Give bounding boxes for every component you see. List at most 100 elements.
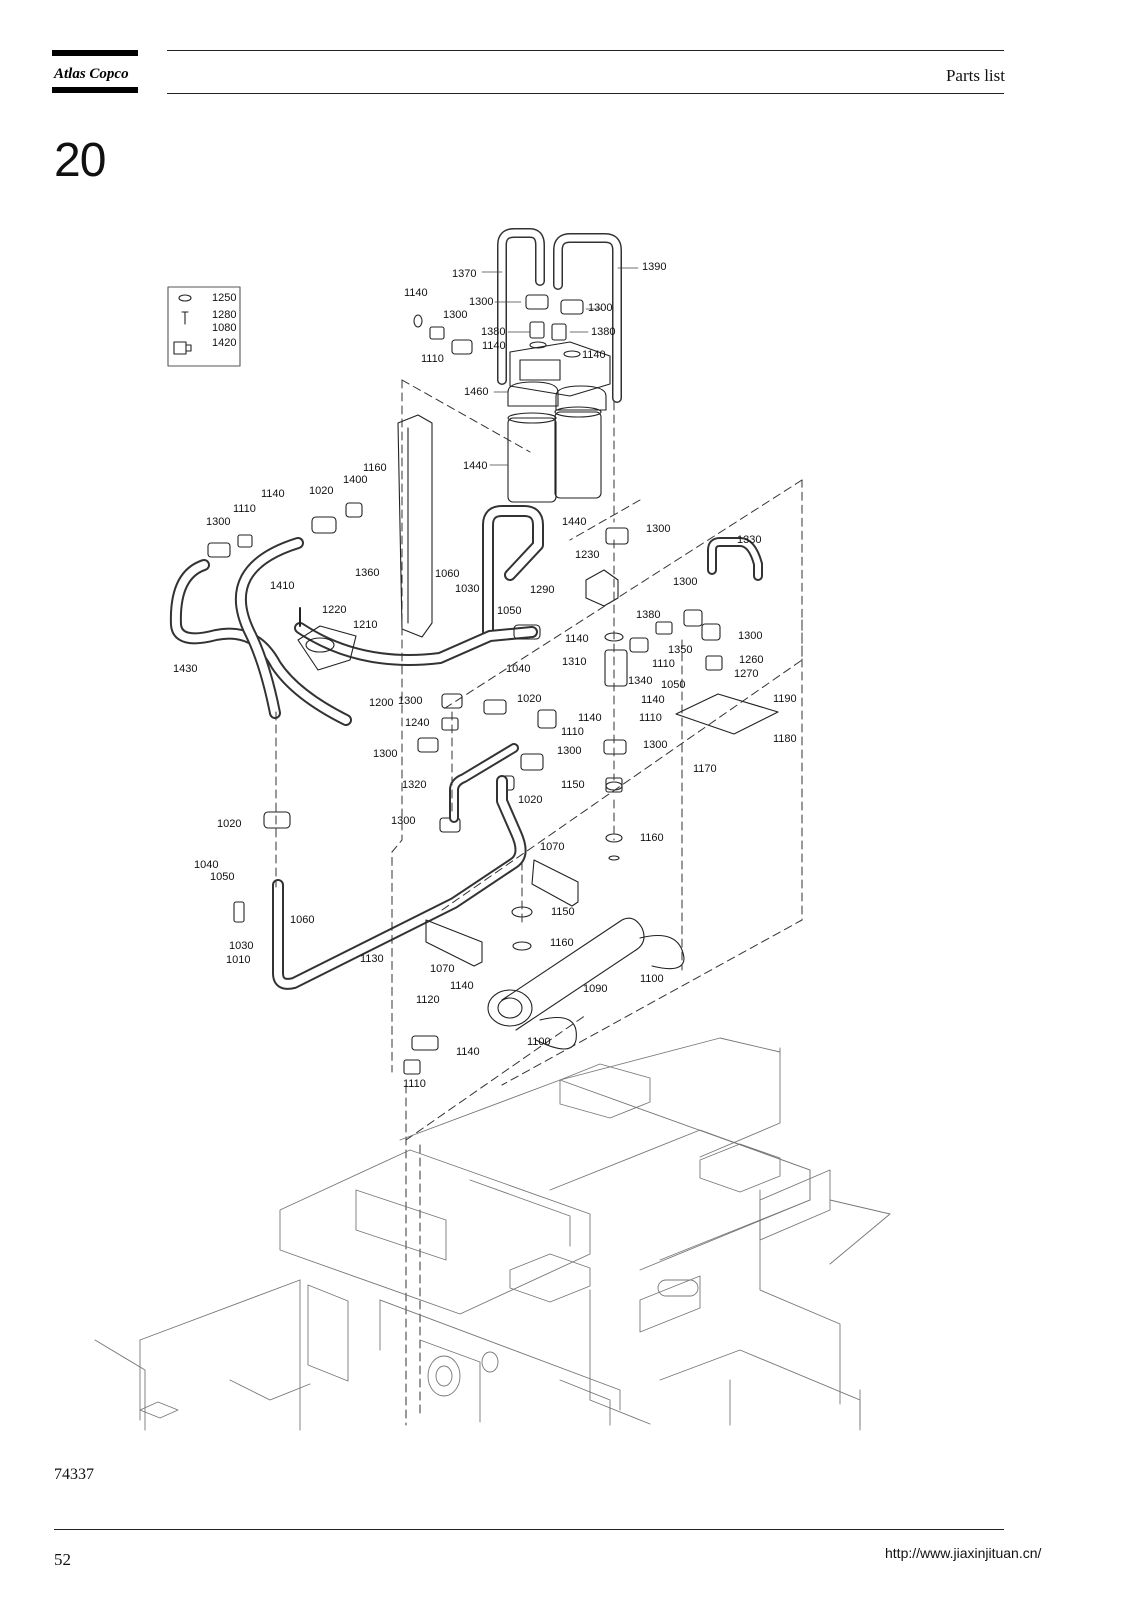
part-callout: 1300 <box>373 748 398 760</box>
part-callout: 1140 <box>261 488 285 500</box>
part-callout: 1120 <box>416 994 440 1006</box>
part-callout: 1020 <box>518 794 543 806</box>
part-callout: 1170 <box>693 763 717 775</box>
part-callout: 1140 <box>582 349 606 361</box>
part-callout: 1430 <box>173 663 198 675</box>
part-callout: 1160 <box>363 462 387 474</box>
part-callout: 1140 <box>578 712 602 724</box>
part-callout: 1160 <box>550 937 574 949</box>
part-callout: 1290 <box>530 584 555 596</box>
part-callout: 1300 <box>206 516 231 528</box>
part-callout: 1100 <box>640 973 664 985</box>
part-callout: 1110 <box>403 1078 426 1090</box>
part-callout: 1180 <box>773 733 797 745</box>
fitting-icon <box>173 341 192 355</box>
part-callout: 1260 <box>739 654 764 666</box>
part-callout: 1040 <box>506 663 531 675</box>
part-callout: 1300 <box>738 630 763 642</box>
part-callout: 1140 <box>404 287 428 299</box>
part-callout: 1210 <box>353 619 378 631</box>
part-callout: 1380 <box>481 326 506 338</box>
part-callout: 1440 <box>562 516 587 528</box>
part-callout: 1110 <box>421 353 444 365</box>
part-callout: 1190 <box>773 693 797 705</box>
part-callout: 1150 <box>561 779 585 791</box>
part-callout: 1300 <box>588 302 613 314</box>
part-callout: 1320 <box>402 779 427 791</box>
part-callout: 1330 <box>737 534 762 546</box>
legend-number-1280: 1280 <box>212 309 237 321</box>
part-callout: 1140 <box>641 694 665 706</box>
legend-number-1080: 1080 <box>212 322 237 334</box>
part-callout: 1390 <box>642 261 667 273</box>
part-callout: 1090 <box>583 983 608 995</box>
part-callout: 1140 <box>482 340 506 352</box>
part-callout: 1270 <box>734 668 759 680</box>
part-callout: 1300 <box>398 695 423 707</box>
part-callout: 1400 <box>343 474 368 486</box>
footer-rule <box>54 1529 1004 1530</box>
part-callout: 1010 <box>226 954 251 966</box>
legend-number-1250: 1250 <box>212 292 237 304</box>
part-callout: 1020 <box>217 818 242 830</box>
part-callout: 1020 <box>517 693 542 705</box>
atlas-copco-logo: Atlas Copco <box>52 50 138 93</box>
part-callout: 1340 <box>628 675 653 687</box>
part-callout: 1300 <box>443 309 468 321</box>
part-callout: 1070 <box>540 841 565 853</box>
header-rule-top <box>167 50 1004 51</box>
part-callout: 1230 <box>575 549 600 561</box>
part-callout: 1140 <box>565 633 589 645</box>
part-callout: 1460 <box>464 386 489 398</box>
part-callout: 1140 <box>450 980 474 992</box>
part-callout: 1110 <box>652 658 675 670</box>
page-number: 52 <box>54 1550 71 1569</box>
section-number: 20 <box>54 134 106 187</box>
part-callout: 1030 <box>229 940 254 952</box>
part-callout: 1380 <box>591 326 616 338</box>
part-callout: 1300 <box>469 296 494 308</box>
part-callout: 1160 <box>640 832 664 844</box>
part-callout: 1150 <box>551 906 575 918</box>
legend-number-1420: 1420 <box>212 337 237 349</box>
part-callout: 1140 <box>456 1046 480 1058</box>
part-callout: 1040 <box>194 859 219 871</box>
part-callout: 1300 <box>673 576 698 588</box>
part-callout: 1050 <box>210 871 235 883</box>
header-rule-bottom <box>167 93 1004 94</box>
part-callout: 1200 <box>369 697 394 709</box>
part-callout: 1310 <box>562 656 587 668</box>
legend-box <box>167 286 241 367</box>
part-callout: 1050 <box>661 679 686 691</box>
part-callout: 1030 <box>455 583 480 595</box>
part-callout: 1350 <box>668 644 693 656</box>
part-callout: 1300 <box>646 523 671 535</box>
part-callout: 1440 <box>463 460 488 472</box>
part-callout: 1110 <box>561 726 584 738</box>
part-callout: 1380 <box>636 609 661 621</box>
header-title: Parts list <box>945 66 1005 85</box>
part-callout: 1130 <box>360 953 384 965</box>
part-callout: 1360 <box>355 567 380 579</box>
part-callout: 1110 <box>233 503 256 515</box>
part-callout: 1060 <box>435 568 460 580</box>
part-callout: 1220 <box>322 604 347 616</box>
part-callout: 1300 <box>557 745 582 757</box>
part-callout: 1410 <box>270 580 295 592</box>
part-callout: 1060 <box>290 914 315 926</box>
bolt-icon <box>181 311 189 325</box>
part-callout: 1370 <box>452 268 477 280</box>
part-callout: 1020 <box>309 485 334 497</box>
figure-id: 74337 <box>54 1466 94 1483</box>
part-callout: 1300 <box>643 739 668 751</box>
part-callout: 1050 <box>497 605 522 617</box>
part-callout: 1100 <box>527 1036 551 1048</box>
part-callout: 1070 <box>430 963 455 975</box>
part-callout: 1240 <box>405 717 430 729</box>
part-callout: 1110 <box>639 712 662 724</box>
o-ring-icon <box>178 294 192 302</box>
part-callout: 1300 <box>391 815 416 827</box>
footer-url[interactable]: http://www.jiaxinjituan.cn/ <box>885 1545 1042 1561</box>
logo-wordmark: Atlas Copco <box>53 66 129 82</box>
